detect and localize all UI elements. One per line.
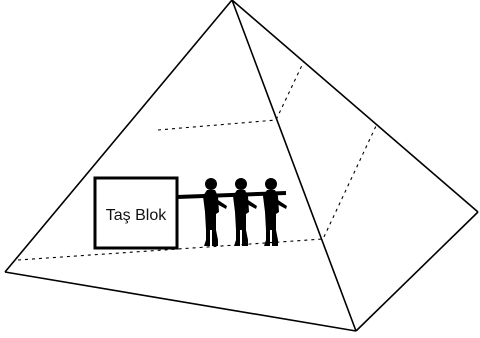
worker-figure-1 (203, 178, 227, 246)
pyramid-outline (4, 0, 479, 332)
stone-block: Taş Blok (93, 176, 179, 250)
worker-figure-3 (263, 178, 287, 246)
stone-block-box (93, 176, 179, 250)
pyramid-right-face-edge (231, 0, 479, 213)
workers-group (203, 178, 287, 246)
pyramid-base-front-left (4, 271, 357, 332)
pyramid-base-front-right (355, 211, 479, 332)
pyramid-front-edge (231, 0, 357, 332)
pyramid-level-lines (17, 60, 377, 261)
pyramid-left-face-edge (4, 0, 233, 273)
level-line-upper (157, 60, 305, 131)
worker-figure-2 (233, 178, 257, 246)
stone-block-label: Taş Blok (106, 207, 167, 224)
